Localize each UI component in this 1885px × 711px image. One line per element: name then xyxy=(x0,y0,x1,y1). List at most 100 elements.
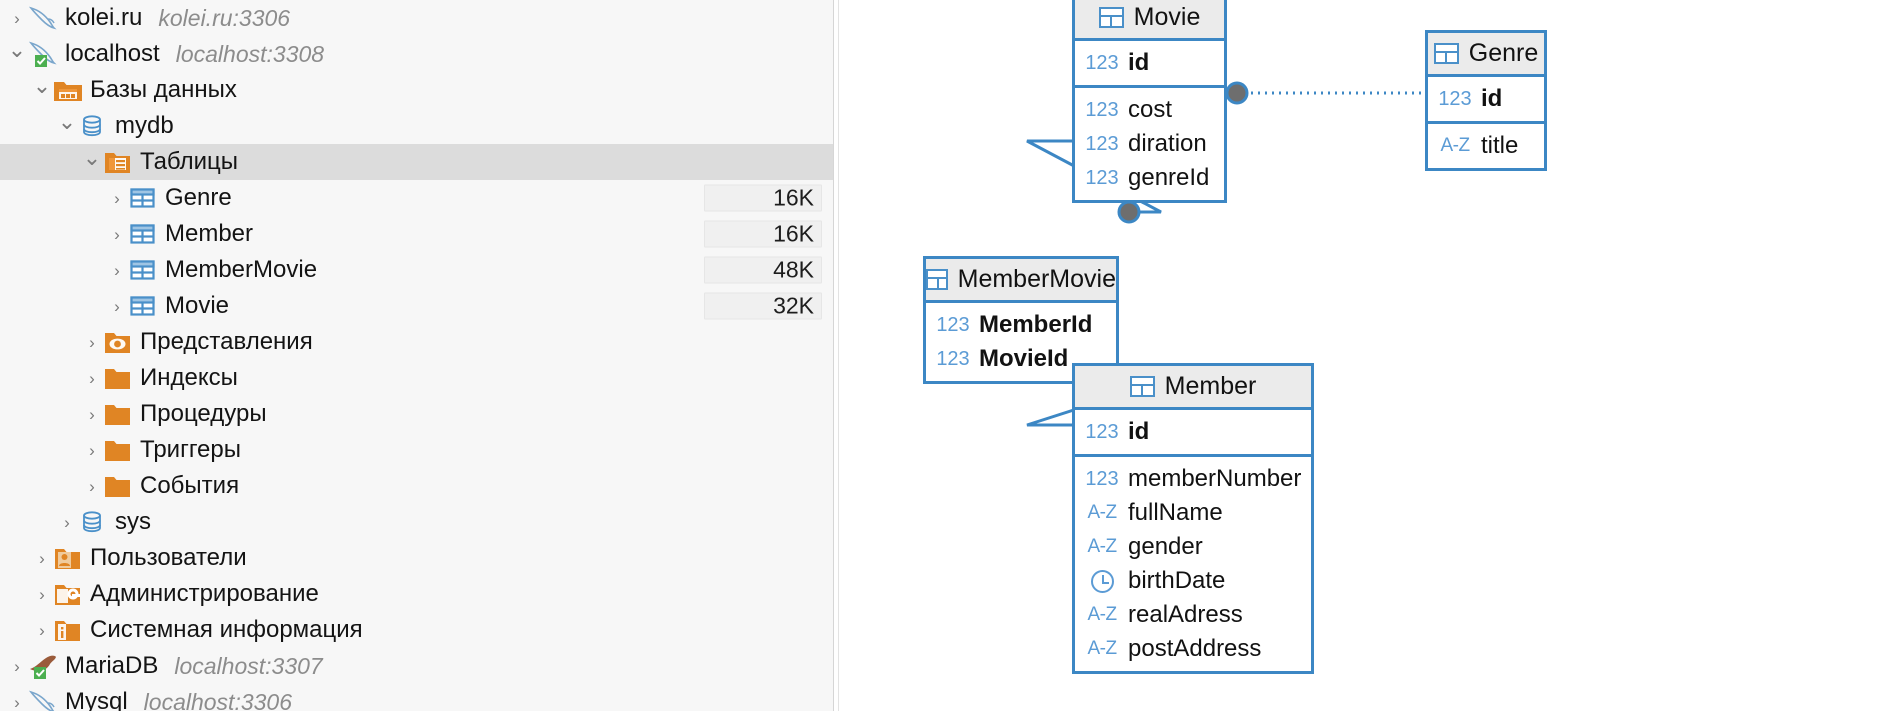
text-type-icon: A-Z xyxy=(1087,638,1117,659)
tree-item-системная-информация[interactable]: › Системная информация xyxy=(0,612,833,648)
tree-item-администрирование[interactable]: ›Администрирование xyxy=(0,576,833,612)
chevron-right-icon[interactable]: › xyxy=(39,620,45,640)
er-field-name: MovieId xyxy=(979,345,1069,372)
er-table-header[interactable]: Movie xyxy=(1075,0,1224,41)
admin-folder-icon xyxy=(53,581,83,607)
chevron-right-icon[interactable]: › xyxy=(39,584,45,604)
er-field-name: id xyxy=(1128,49,1150,76)
er-table-header[interactable]: MemberMovie xyxy=(926,259,1116,303)
chevron-right-icon[interactable]: › xyxy=(114,260,120,280)
chevron-right-icon[interactable]: › xyxy=(114,224,120,244)
chevron-down-icon[interactable]: ⌄ xyxy=(57,109,77,135)
er-table-header[interactable]: Genre xyxy=(1428,33,1544,77)
tree-item-label: Mysql xyxy=(65,688,128,711)
tree-item-label: MemberMovie xyxy=(165,256,318,283)
chevron-right-icon[interactable]: › xyxy=(39,548,45,568)
chevron-down-icon[interactable]: ⌄ xyxy=(7,37,27,63)
chevron-right-icon[interactable]: › xyxy=(89,368,95,388)
tree-item-label: Системная информация xyxy=(90,616,363,643)
numeric-type-icon: 123 xyxy=(1085,98,1119,121)
er-field[interactable]: A-Z postAddress xyxy=(1075,632,1311,666)
er-field[interactable]: 123 memberNumber xyxy=(1075,462,1311,496)
table-icon xyxy=(128,185,158,211)
databases-folder-icon xyxy=(53,77,83,103)
tree-item-процедуры[interactable]: ›Процедуры xyxy=(0,396,833,432)
tree-item-label: mydb xyxy=(115,112,174,139)
tree-item-label: События xyxy=(140,472,240,499)
er-field[interactable]: birthDate xyxy=(1075,564,1311,598)
chevron-right-icon[interactable]: › xyxy=(14,8,20,28)
tree-item-label: Movie xyxy=(165,292,230,319)
chevron-right-icon[interactable]: › xyxy=(14,692,20,711)
er-field-name: memberNumber xyxy=(1128,465,1302,492)
chevron-right-icon[interactable]: › xyxy=(64,512,70,532)
mariadb-check-icon xyxy=(28,653,58,679)
chevron-right-icon[interactable]: › xyxy=(14,656,20,676)
dolphin-icon xyxy=(28,689,58,711)
tree-item-label: Таблицы xyxy=(140,148,239,175)
text-type-icon: A-Z xyxy=(1087,536,1117,557)
numeric-type-icon: 123 xyxy=(1085,132,1119,155)
tree-item-mydb[interactable]: ⌄ mydb xyxy=(0,108,833,144)
er-field-name: title xyxy=(1481,132,1519,159)
tree-item-базы-данных[interactable]: ⌄Базы данных xyxy=(0,72,833,108)
chevron-right-icon[interactable]: › xyxy=(114,188,120,208)
table-size-badge: 16K xyxy=(704,184,822,212)
tree-item-индексы[interactable]: ›Индексы xyxy=(0,360,833,396)
table-grid-icon xyxy=(1433,43,1459,64)
dolphin-icon xyxy=(28,5,58,31)
chevron-right-icon[interactable]: › xyxy=(114,296,120,316)
tables-folder-icon xyxy=(103,149,133,175)
chevron-down-icon[interactable]: ⌄ xyxy=(82,145,102,171)
folder-icon xyxy=(103,437,133,463)
tree-item-представления[interactable]: ›Представления xyxy=(0,324,833,360)
er-field-name: postAddress xyxy=(1128,635,1262,662)
numeric-type-icon: 123 xyxy=(1085,467,1119,490)
er-field-name: gender xyxy=(1128,533,1203,560)
chevron-right-icon[interactable]: › xyxy=(89,332,95,352)
relation-endpoint-dot[interactable] xyxy=(1225,81,1249,105)
tree-item-триггеры[interactable]: ›Триггеры xyxy=(0,432,833,468)
chevron-right-icon[interactable]: › xyxy=(89,476,95,496)
chevron-down-icon[interactable]: ⌄ xyxy=(32,73,52,99)
tree-item-таблицы[interactable]: ⌄ Таблицы xyxy=(0,144,833,180)
database-icon xyxy=(78,113,108,139)
tree-item-sys[interactable]: ›sys xyxy=(0,504,833,540)
tree-item-host: localhost:3307 xyxy=(174,652,323,679)
er-table-header[interactable]: Member xyxy=(1075,366,1311,410)
tree-item-пользователи[interactable]: ›Пользователи xyxy=(0,540,833,576)
folder-icon xyxy=(103,365,133,391)
er-field[interactable]: A-Z gender xyxy=(1075,530,1311,564)
chevron-right-icon[interactable]: › xyxy=(89,404,95,424)
relation-endpoint-dot[interactable] xyxy=(1117,200,1141,224)
tree-item-события[interactable]: › События xyxy=(0,468,833,504)
chevron-right-icon[interactable]: › xyxy=(89,440,95,460)
